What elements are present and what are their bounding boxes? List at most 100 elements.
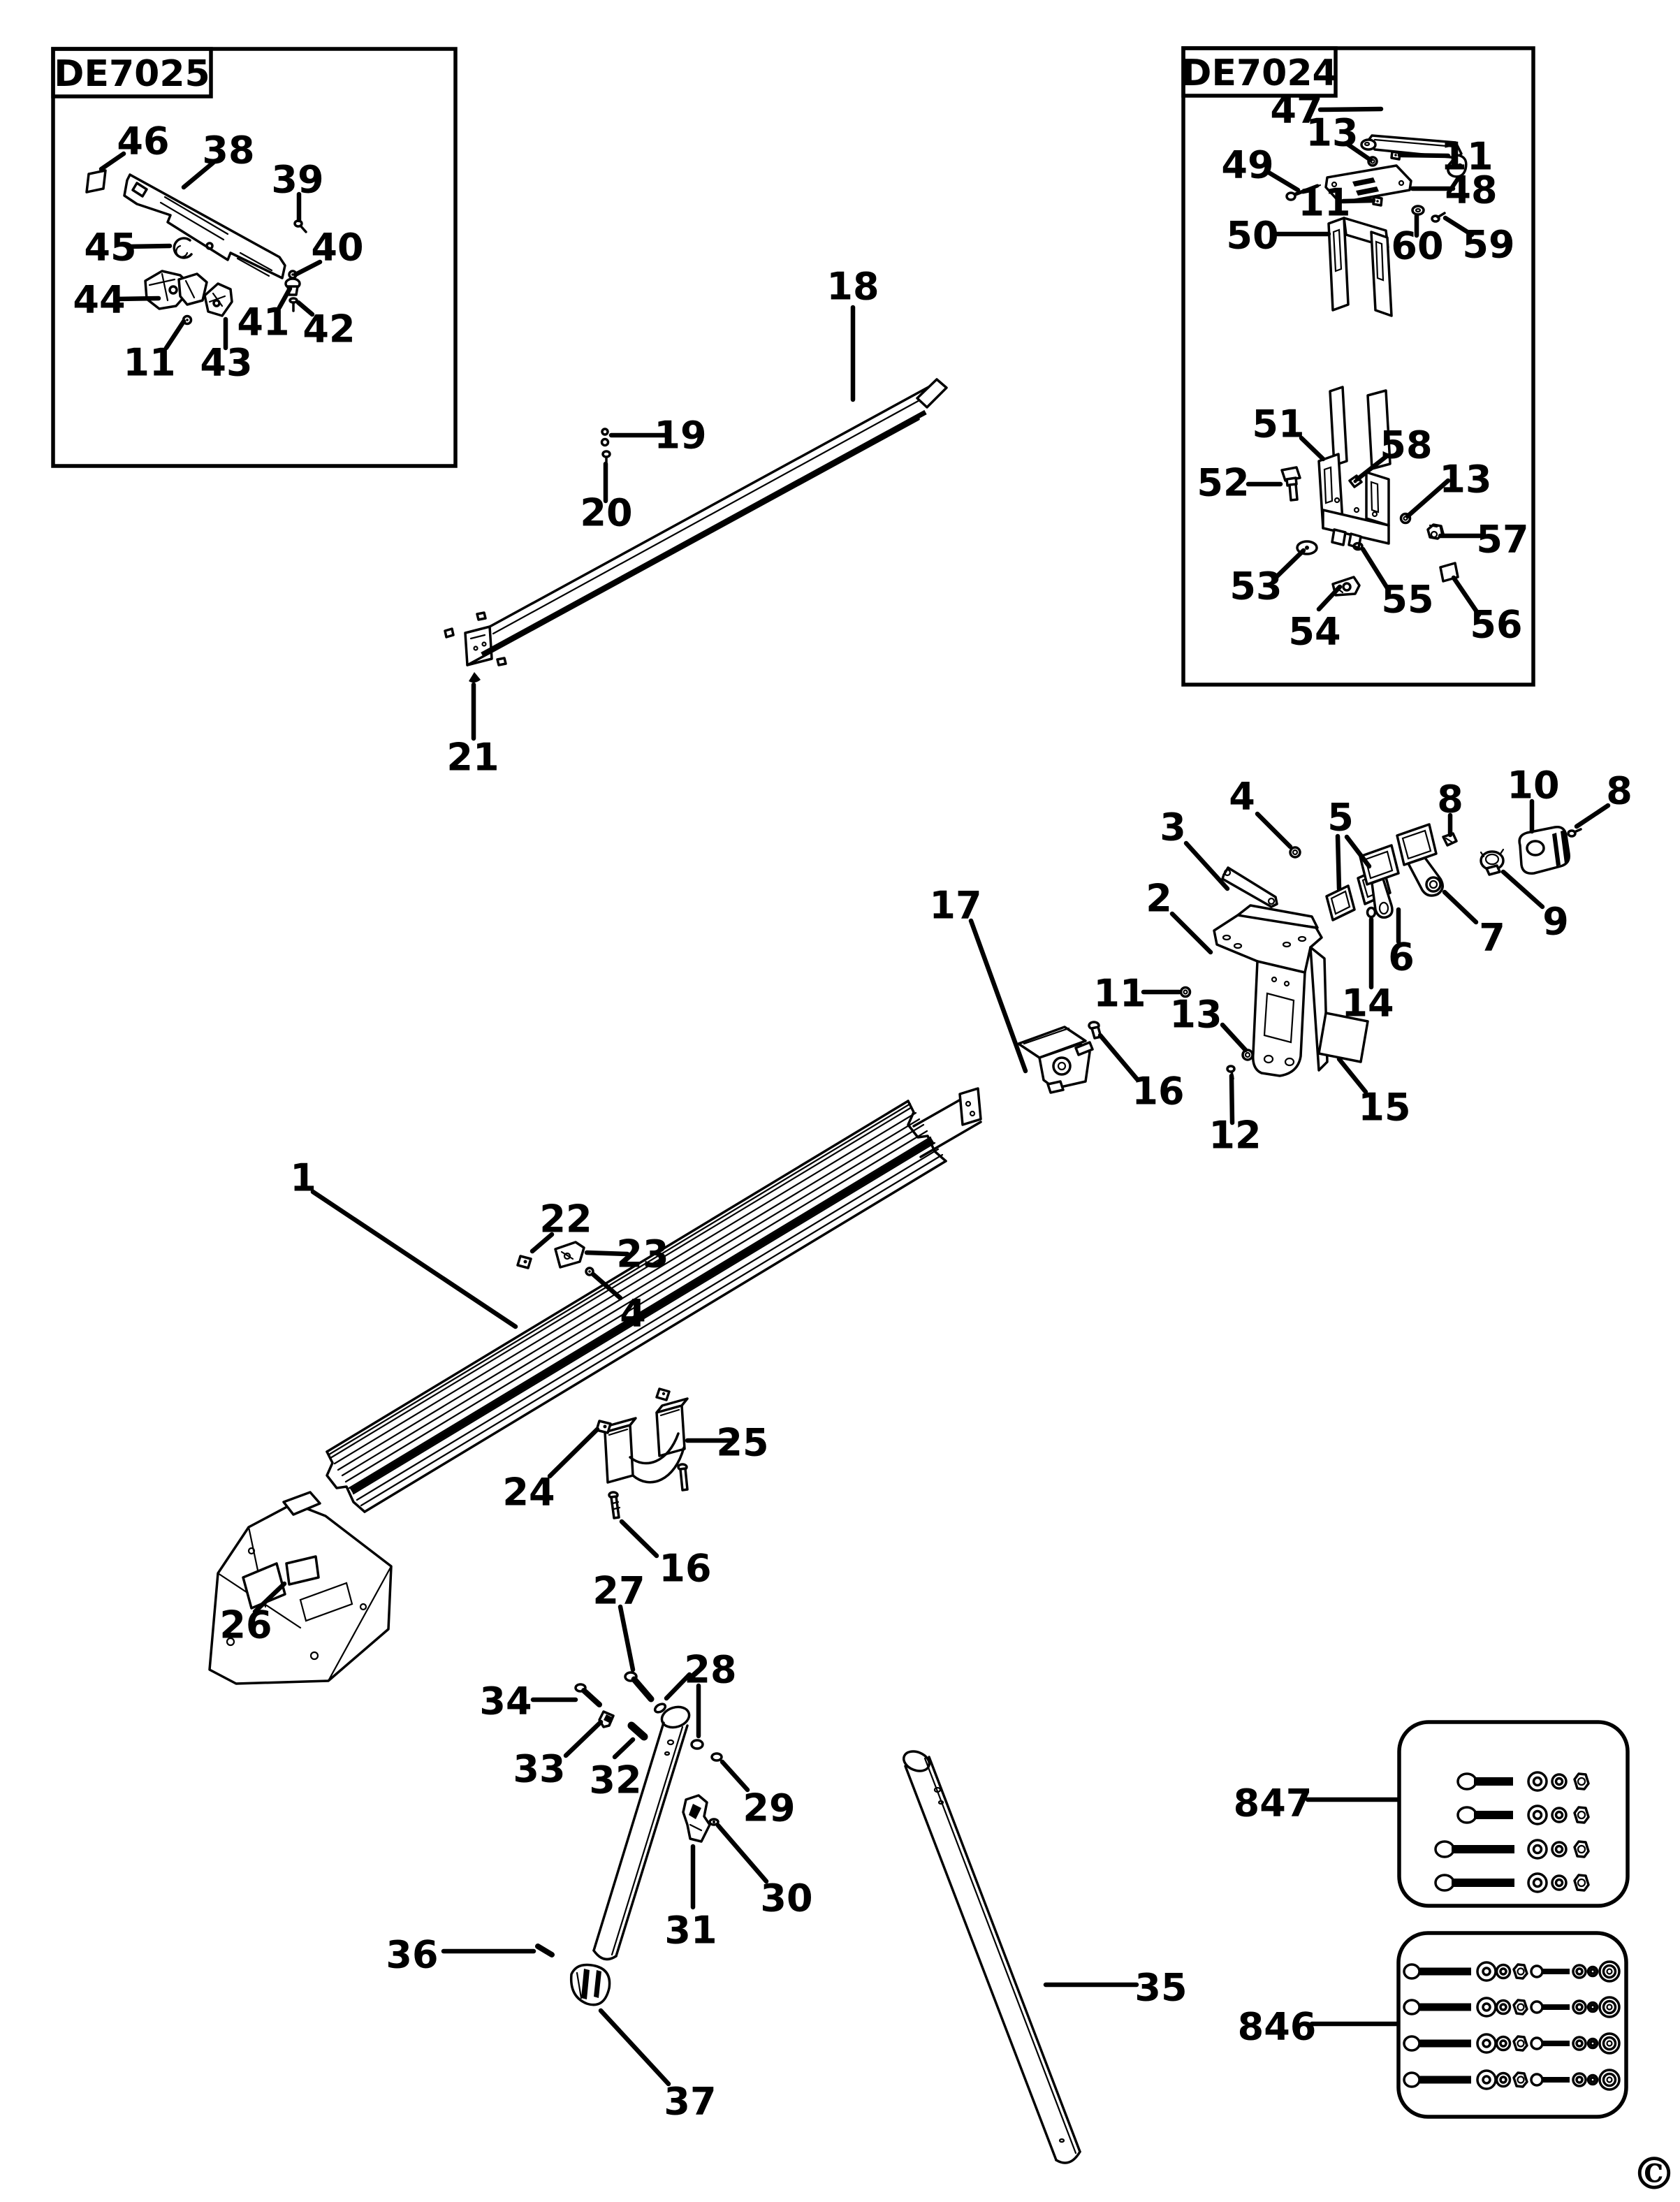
rail-inner-tube (912, 1087, 982, 1158)
de7025-border (51, 47, 458, 468)
part-17-clamp (1017, 1026, 1094, 1094)
callout-48: 48 (1445, 168, 1497, 212)
part-52-bolt (1280, 466, 1301, 502)
callout-52: 52 (1197, 461, 1249, 505)
part-7-lever (1396, 823, 1444, 897)
rail-leader-lines (310, 1189, 735, 1559)
callout-4: 4 (620, 1292, 646, 1336)
part-15-label-tag (1317, 1012, 1369, 1063)
callout-32: 32 (589, 1758, 641, 1802)
callout-35: 35 (1134, 1966, 1187, 2010)
part-49-pin (1285, 184, 1322, 201)
part-24-nut (595, 1420, 612, 1434)
part-23-clip (554, 1241, 585, 1269)
callout-27: 27 (592, 1569, 645, 1613)
part-32-pin (627, 1721, 648, 1741)
part-19-screws (600, 428, 610, 447)
callout-57: 57 (1476, 518, 1528, 562)
callout-2: 2 (1146, 877, 1172, 921)
callout-7: 7 (1479, 916, 1505, 960)
kit-847-box (1397, 1720, 1630, 1908)
callout-41: 41 (237, 300, 289, 344)
part-2-bracket (1213, 904, 1329, 1077)
callout-4: 4 (1229, 775, 1255, 819)
callout-13: 13 (1306, 111, 1358, 155)
callout-55: 55 (1381, 578, 1433, 622)
part-20-screw (601, 450, 611, 464)
callout-26: 26 (219, 1603, 272, 1647)
callout-30: 30 (760, 1876, 812, 1920)
callout-11: 11 (1298, 181, 1350, 225)
part-8-screw-right (1567, 828, 1582, 838)
part-14-oval (1366, 906, 1377, 919)
callout-39: 39 (271, 158, 323, 202)
callout-42: 42 (302, 307, 355, 351)
callout-847: 847 (1234, 1781, 1313, 1825)
callout-56: 56 (1470, 603, 1522, 647)
callout-44: 44 (73, 278, 125, 322)
callout-11: 11 (123, 341, 175, 385)
part-18-beam (444, 305, 948, 741)
callout-11: 11 (1440, 135, 1493, 179)
part-9-knob (1480, 848, 1505, 876)
callout-9: 9 (1542, 900, 1569, 944)
part-35-leg-tube-right (902, 1750, 1139, 2164)
part-27-bolt (624, 1671, 655, 1702)
callout-34: 34 (479, 1679, 532, 1723)
callout-21: 21 (446, 736, 499, 780)
kit-846-box (1396, 1931, 1628, 2119)
callout-37: 37 (664, 2080, 716, 2124)
callout-16: 16 (1132, 1070, 1184, 1114)
de7024-title: DE7024 (1181, 52, 1337, 94)
de7024-border (1181, 46, 1535, 687)
part-4-washer-rail (585, 1267, 594, 1276)
part-38-fence (123, 173, 286, 279)
hardware-kit-846 (1309, 1931, 1628, 2119)
callout-24: 24 (502, 1471, 555, 1515)
callout-8: 8 (1437, 778, 1463, 822)
leg-assembly-left (441, 1604, 769, 2087)
bracket-sticker (285, 1555, 320, 1586)
callout-31: 31 (664, 1909, 717, 1953)
part-44-clamp-bracket (144, 270, 208, 310)
callout-1: 1 (290, 1156, 316, 1200)
part-33-clip-nut (598, 1710, 615, 1728)
de7024-title-box (1181, 46, 1338, 98)
part-16-screw-lower (608, 1491, 621, 1519)
callout-29: 29 (743, 1786, 795, 1830)
callout-36: 36 (386, 1933, 438, 1977)
hardware-kit-847 (1305, 1720, 1630, 1908)
callout-17: 17 (929, 884, 981, 928)
handle-nut-top (655, 1387, 671, 1401)
callout-54: 54 (1288, 610, 1341, 654)
part-43-latch (203, 282, 233, 317)
callout-40: 40 (311, 226, 363, 270)
part-47-handle (1360, 134, 1468, 178)
part-45-clip (173, 237, 193, 259)
part-50-channel (1327, 217, 1393, 317)
callout-22: 22 (539, 1197, 592, 1241)
callout-14: 14 (1341, 982, 1394, 1026)
part-53-washer (1296, 540, 1318, 555)
callout-47: 47 (1270, 88, 1322, 132)
center-leader-lines (968, 799, 1611, 1125)
part-21-foot (469, 672, 481, 683)
part-16-screw-upper (1088, 1021, 1102, 1040)
de7025-title: DE7025 (54, 53, 210, 95)
part-leg-tube-left (592, 1705, 691, 1961)
callout-846: 846 (1238, 2005, 1317, 2049)
callout-13: 13 (1439, 458, 1491, 502)
callout-6: 6 (1388, 935, 1415, 979)
part-22-nut (516, 1255, 532, 1269)
callout-49: 49 (1221, 143, 1273, 187)
leg-leader-lines (441, 1604, 769, 2087)
part-30-washer (708, 1818, 720, 1826)
part-1-rail (310, 1087, 982, 1559)
part-10-buckle (1518, 826, 1570, 875)
callout-53: 53 (1229, 564, 1282, 608)
callout-10: 10 (1507, 764, 1559, 808)
callout-13: 13 (1169, 993, 1222, 1037)
part-6-arm (1359, 844, 1400, 919)
